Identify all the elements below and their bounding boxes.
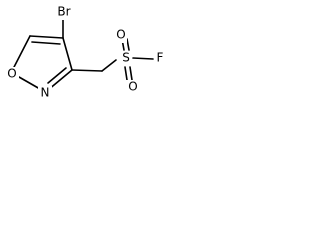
atom-n-ring-label: N (41, 86, 50, 100)
bond-c3-n-inner (47, 67, 67, 84)
atom-o-bottom-label: O (128, 80, 137, 94)
atom-o-top-label: O (116, 28, 125, 42)
bond-s-o-bottom-2 (129, 66, 133, 81)
atom-f-label: F (157, 51, 164, 65)
bond-ch2-s (101, 59, 117, 72)
atom-o-ring-label: O (7, 67, 16, 81)
atom-s-label: S (122, 51, 130, 65)
bond-o-c5 (11, 35, 31, 72)
bond-c4-c3 (62, 37, 73, 71)
bond-c3-ch2 (71, 69, 103, 72)
bond-s-o-top-2 (126, 38, 130, 51)
chemical-structure: Br O N S O O F (6, 5, 165, 101)
atom-br-label: Br (57, 5, 70, 19)
bond-n-o (18, 76, 41, 90)
bond-c5-c4-inner (31, 41, 61, 45)
bond-c5-c4 (29, 35, 64, 39)
bond-s-o-bottom-1 (124, 66, 128, 81)
bond-s-f (132, 57, 154, 60)
